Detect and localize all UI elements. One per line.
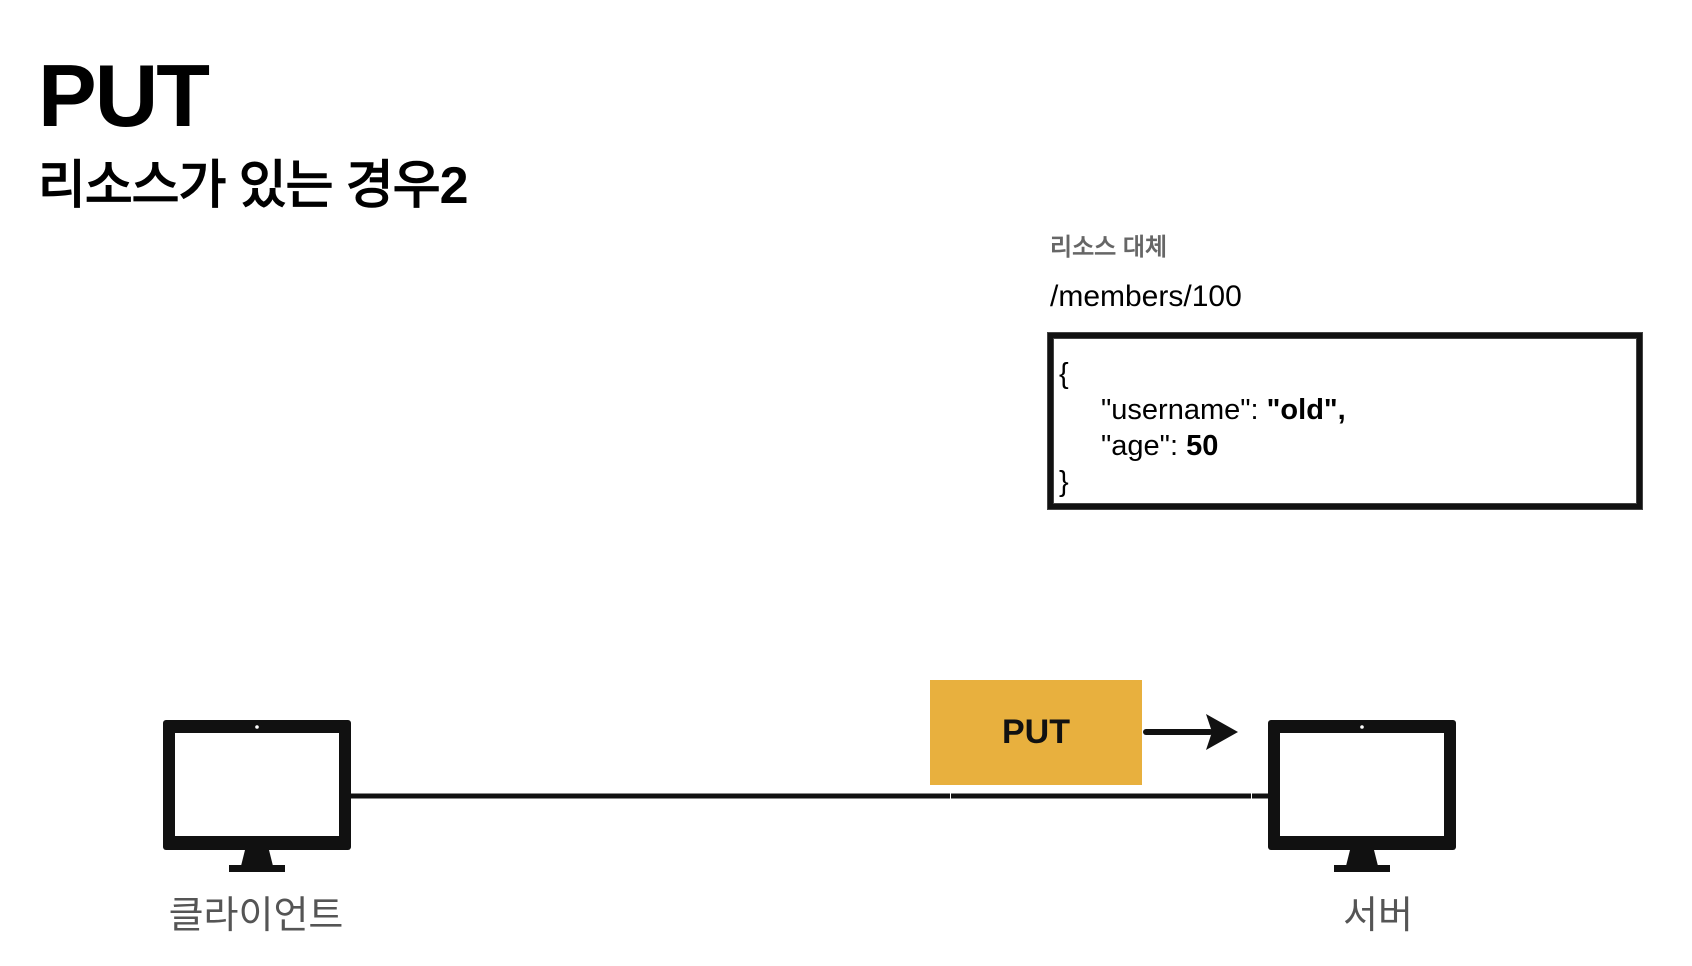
client-label: 클라이언트: [168, 895, 344, 937]
json-age-line: "age": 50: [1059, 428, 1637, 464]
arrow-right-icon: [1143, 714, 1238, 750]
put-request-label: PUT: [1002, 713, 1070, 751]
page-title: PUT: [38, 46, 210, 145]
json-key-age: "age":: [1101, 430, 1187, 462]
json-value-age: 50: [1186, 430, 1219, 462]
client-monitor-icon: [163, 720, 351, 872]
server-monitor-icon: [1268, 720, 1456, 872]
put-request-box: PUT: [930, 680, 1142, 785]
json-value-username: "old": [1266, 394, 1338, 426]
resource-caption: 리소스 대체: [1050, 234, 1168, 261]
json-key-username: "username":: [1101, 394, 1267, 426]
json-comma: ,: [1337, 394, 1346, 426]
json-username-line: "username": "old",: [1059, 392, 1637, 428]
server-label: 서버: [1343, 895, 1413, 937]
resource-json-box: { "username": "old", "age": 50 }: [1048, 333, 1642, 509]
json-close-brace: }: [1059, 466, 1069, 498]
resource-path: /members/100: [1050, 280, 1242, 313]
page-subtitle: 리소스가 있는 경우2: [38, 157, 469, 215]
json-open-brace: {: [1059, 358, 1069, 390]
